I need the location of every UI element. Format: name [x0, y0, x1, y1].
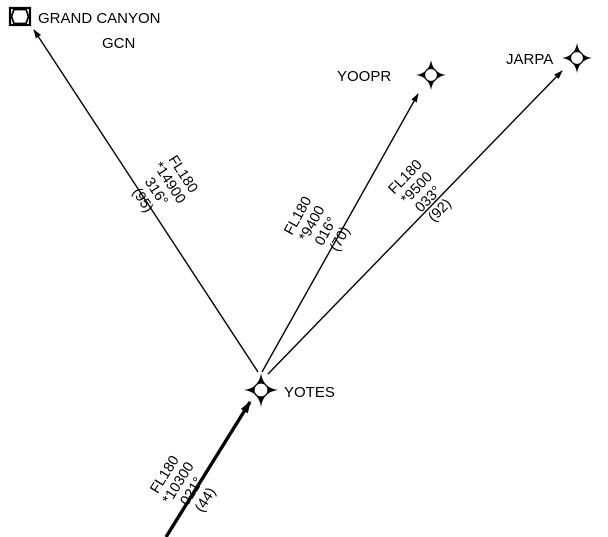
fix-star-icon[interactable]: [416, 60, 446, 90]
waypoint-label-yotes: YOTES: [284, 384, 335, 401]
segment-info-jarpa: FL180 *9500 033° (92): [386, 157, 455, 226]
waypoint-label-grand-canyon: GRAND CANYON: [38, 10, 161, 27]
route-line-gcn: [33, 29, 259, 373]
route-line-inbound: [164, 400, 252, 537]
waypoint-label-jarpa: JARPA: [506, 51, 553, 68]
segment-info-gcn: FL180 *14900 316° (95): [129, 153, 201, 216]
waypoint-ident-gcn: GCN: [102, 35, 135, 52]
fix-star-icon[interactable]: [562, 43, 592, 73]
fix-star-icon[interactable]: [244, 373, 278, 407]
vordme-icon[interactable]: [8, 6, 32, 27]
route-line-yoopr: [261, 93, 419, 373]
segment-info-yoopr: FL180 *9400 016° (70): [281, 194, 353, 254]
route-line-jarpa: [267, 70, 563, 375]
waypoint-label-yoopr: YOOPR: [337, 68, 391, 85]
